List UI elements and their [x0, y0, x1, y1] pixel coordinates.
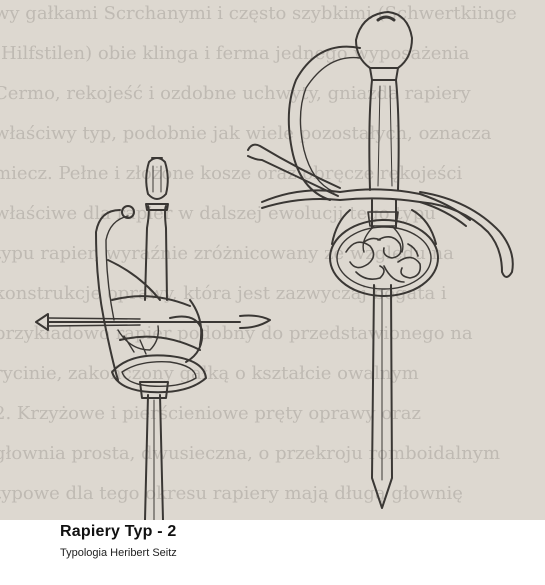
background-text-line: Cermo, rekojeść i ozdobne uchwyty, gniaz… — [0, 83, 471, 104]
left-rapier-bars — [107, 259, 203, 351]
left-rapier-grip — [144, 205, 168, 301]
left-rapier-quillon-lines — [47, 317, 141, 327]
right-rapier-guard-arms — [261, 188, 471, 227]
background-text-line: typu rapier, wyraźnie zróżnicowany ze wz… — [0, 243, 454, 264]
right-rapier-blade — [371, 284, 393, 509]
background-text-line: (Hilfstilen) obie klinga i ferma jednego… — [0, 43, 470, 64]
left-rapier-pommel — [145, 157, 169, 200]
background-text-line: właściwe dla rapier w dalszej ewolucji t… — [0, 203, 436, 224]
right-rapier-shell — [329, 219, 439, 297]
right-rapier-shell-ornament — [345, 236, 422, 283]
right-rapier-grip — [368, 79, 400, 191]
right-rapier-pommel — [355, 11, 413, 69]
right-rapier-knuckle-bow-inner — [299, 56, 361, 193]
rapier-illustration — [35, 11, 514, 520]
background-text-line: wy gałkami Scrchanymi i często szybkimi … — [0, 3, 517, 24]
left-rapier-lower-ring-inner — [121, 361, 197, 388]
right-rapier-grip-lines — [377, 85, 393, 187]
caption-subtitle: Typologia Heribert Seitz — [60, 547, 177, 559]
left-rapier-lower-ring — [111, 354, 207, 394]
background-text-line: miecz. Pełne i złożone kosze oraz obręcz… — [0, 163, 463, 184]
left-rapier-bow-loop — [121, 205, 135, 219]
right-rapier-ricasso — [367, 211, 399, 227]
left-rapier-pommel-detail — [152, 165, 162, 193]
right-rapier-side-arms — [331, 199, 437, 245]
background-text: wy gałkami Scrchanymi i często szybkimi … — [0, 3, 517, 504]
background-text-line: przykładowo rapier podobny do przedstawi… — [0, 323, 473, 344]
background-text-line: 2. Krzyżowe i pierścieniowe pręty oprawy… — [0, 403, 421, 424]
background-text-line: konstrukcje oprawy, która jest zazwyczaj… — [0, 283, 447, 304]
left-rapier-guard-plate — [117, 325, 160, 355]
right-rapier — [247, 11, 514, 509]
right-rapier-knuckle-bow — [287, 45, 361, 201]
left-rapier-quillons — [35, 313, 271, 331]
right-rapier-rear-quillon — [247, 143, 341, 197]
left-rapier-knuckle-bow — [95, 209, 121, 381]
left-rapier-side-ring — [169, 315, 204, 363]
left-rapier-knuckle-bow-inner — [105, 215, 129, 321]
caption-title: Rapiery Typ - 2 — [60, 523, 177, 540]
background-text-line: typowe dla tego okresu rapiery mają dług… — [0, 483, 463, 504]
left-rapier-ricasso — [139, 381, 169, 399]
background-text-line: rycinie, zakończony gałką o kształcie ow… — [0, 363, 419, 384]
right-rapier-shell-rim — [336, 226, 432, 290]
scanned-page: wy gałkami Scrchanymi i często szybkimi … — [0, 0, 545, 520]
caption: Rapiery Typ - 2 Typologia Heribert Seitz — [60, 520, 177, 559]
right-rapier-front-quillon — [419, 191, 514, 278]
right-rapier-pommel-button — [376, 15, 396, 22]
right-rapier-pommel-neck — [369, 67, 399, 81]
left-rapier — [35, 157, 271, 520]
left-rapier-grip-collar — [145, 203, 169, 211]
right-rapier-arm-ring — [362, 225, 404, 253]
background-text-line: głownia prosta, dwusieczna, o przekroju … — [0, 443, 501, 464]
left-rapier-blade — [144, 394, 164, 520]
